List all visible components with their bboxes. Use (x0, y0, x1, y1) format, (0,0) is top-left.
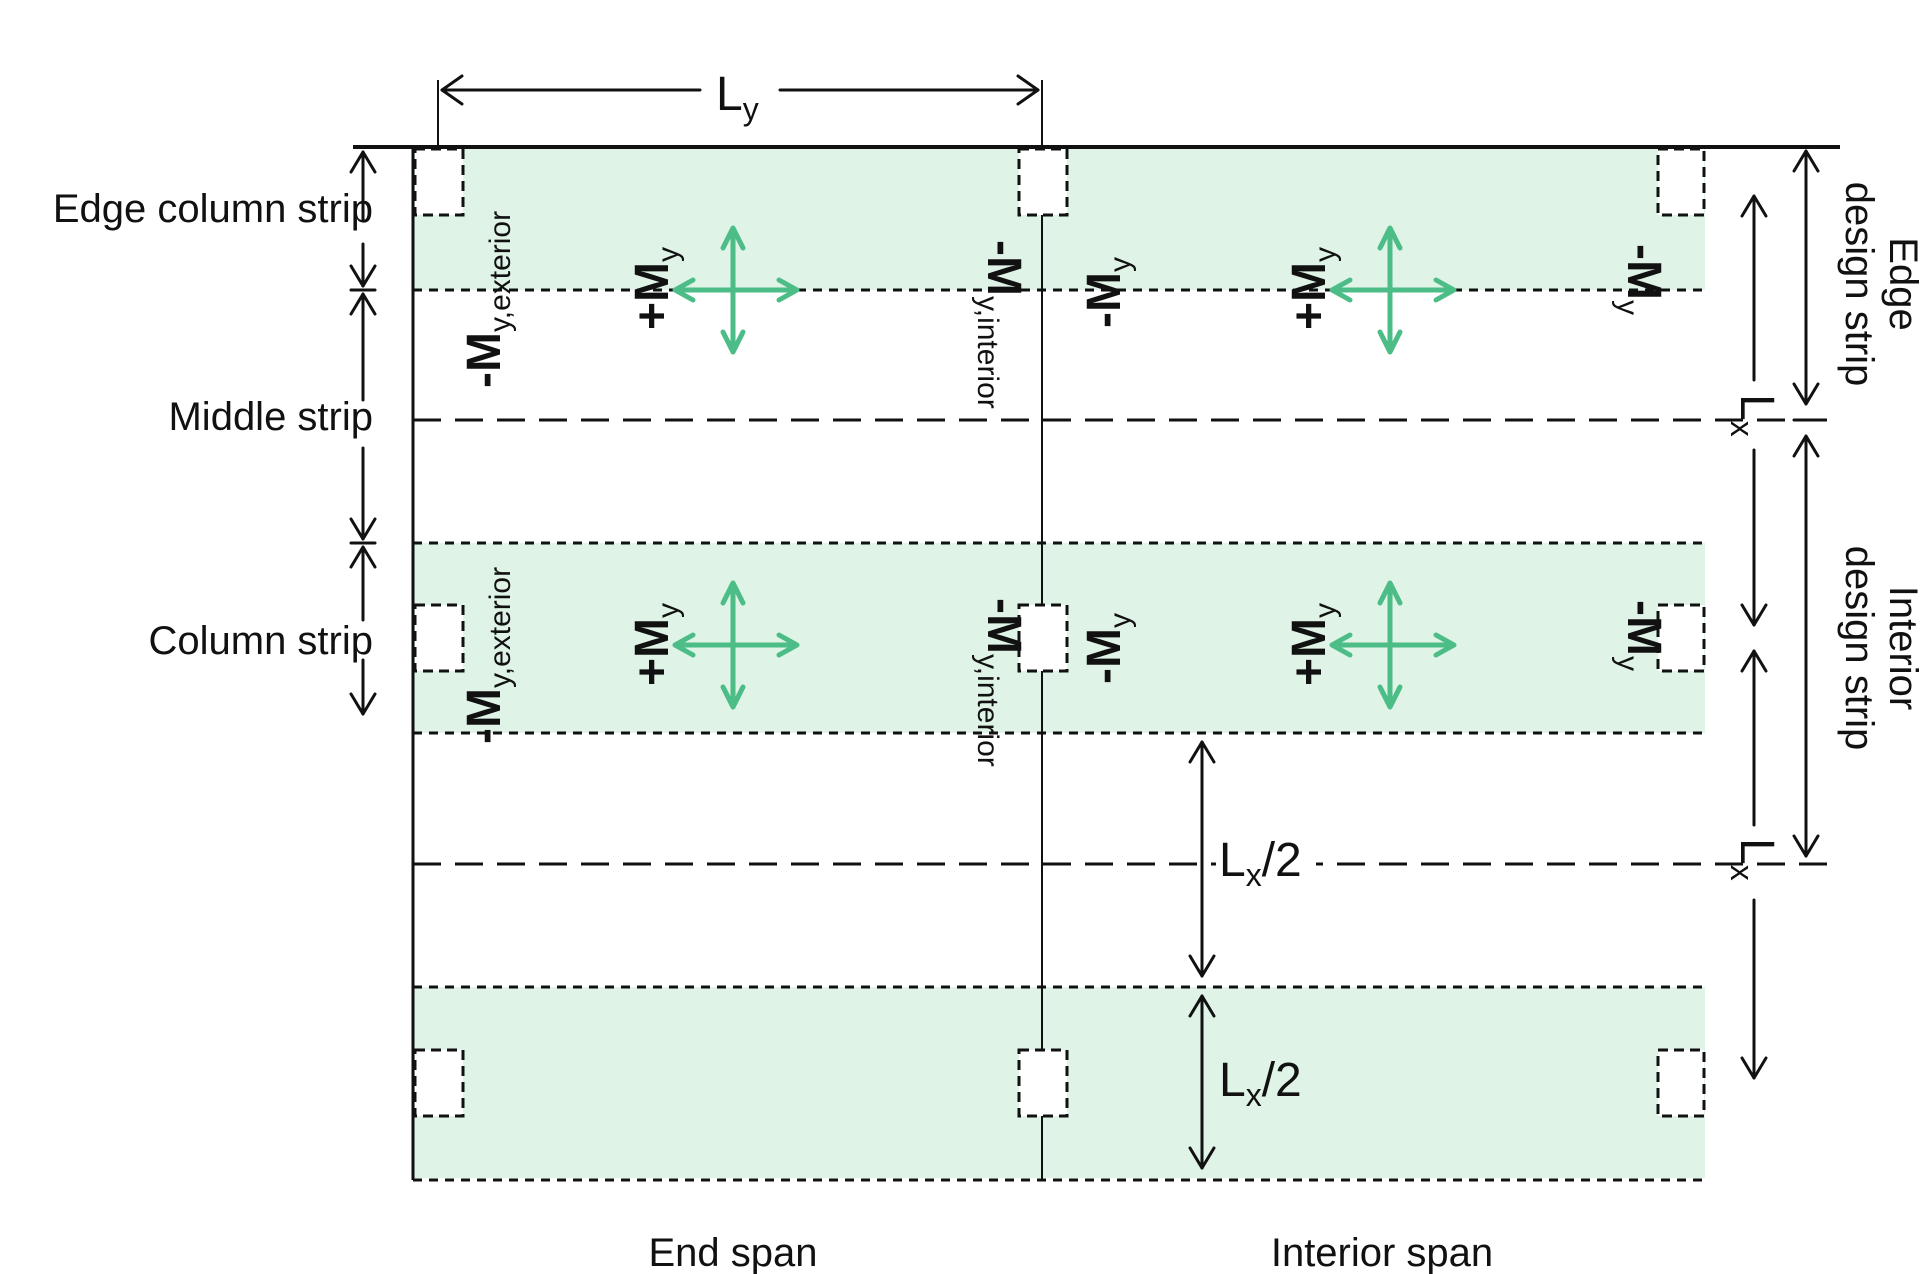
column (1017, 1048, 1069, 1118)
lx-dimension-lower: Lx (1724, 649, 1783, 1080)
ly-label-sub: y (743, 91, 759, 127)
column (1656, 603, 1706, 673)
svg-text:Lx/2: Lx/2 (1219, 834, 1302, 893)
lx-half-dimension-1: Lx/2 (1188, 740, 1316, 978)
lx-half-label-2: L (1219, 1054, 1246, 1107)
interior-design-strip-line2: design strip (1837, 546, 1881, 751)
svg-text:Ly: Ly (716, 68, 759, 127)
interior-span-label: Interior span (1271, 1231, 1493, 1274)
left-strip-arrows (349, 150, 377, 716)
lx-label-lower: L (1730, 838, 1783, 865)
middle-strip-label: Middle strip (168, 395, 373, 439)
lx-half-label-1-tail: /2 (1262, 834, 1302, 887)
moment-label-far-column: -My (1611, 600, 1670, 671)
column-strip-label: Column strip (148, 619, 373, 663)
moment-label-interior-left-column: -My,interior (971, 598, 1030, 767)
svg-text:Lx: Lx (1724, 394, 1783, 437)
column (413, 147, 465, 217)
lx-half-label-2-sub: x (1246, 1077, 1262, 1113)
lx-half-label-1: L (1219, 834, 1246, 887)
lx-half-dimension-2: Lx/2 (1188, 994, 1302, 1170)
edge-design-strip-line2: design strip (1837, 182, 1881, 387)
interior-design-strip-line1: Interior (1881, 586, 1920, 711)
edge-design-strip-label: Edge design strip (1837, 182, 1920, 387)
end-span-label: End span (648, 1231, 817, 1274)
column (1656, 147, 1706, 217)
moment-label-interior-right-edge: -My (1078, 257, 1137, 328)
lx-half-label-1-sub: x (1246, 857, 1262, 893)
moment-label-interior-left-edge: -My,interior (971, 240, 1030, 409)
column (1017, 603, 1069, 673)
moment-label-positive-interior-edge: +My (1283, 247, 1342, 330)
moment-label-exterior-edge: -My,exterior (458, 211, 517, 388)
edge-design-strip-line1: Edge (1881, 237, 1920, 330)
svg-text:Lx: Lx (1724, 838, 1783, 881)
interior-design-strip-label: Interior design strip (1837, 546, 1920, 751)
column (413, 603, 465, 673)
design-strip-arrows (1792, 149, 1820, 858)
moment-label-far-edge: -My (1611, 244, 1670, 315)
column (1017, 147, 1069, 217)
edge-column-strip-label: Edge column strip (53, 187, 373, 231)
lx-label-lower-sub: x (1724, 865, 1760, 881)
moment-label-exterior-column: -My,exterior (458, 567, 517, 744)
lx-label-upper: L (1730, 394, 1783, 421)
lx-label-upper-sub: x (1724, 421, 1760, 437)
svg-text:Lx/2: Lx/2 (1219, 1054, 1302, 1113)
moment-label-interior-right-column: -My (1078, 613, 1137, 684)
moment-label-positive-interior-column: +My (1283, 603, 1342, 686)
column (1656, 1048, 1706, 1118)
column (413, 1048, 465, 1118)
moment-label-positive-end-column: +My (626, 603, 685, 686)
ly-dimension: Ly (437, 68, 1043, 147)
lx-half-label-2-tail: /2 (1262, 1054, 1302, 1107)
ly-label: L (716, 68, 743, 121)
lx-dimension-upper: Lx (1724, 194, 1783, 627)
moment-label-positive-end-edge: +My (626, 247, 685, 330)
